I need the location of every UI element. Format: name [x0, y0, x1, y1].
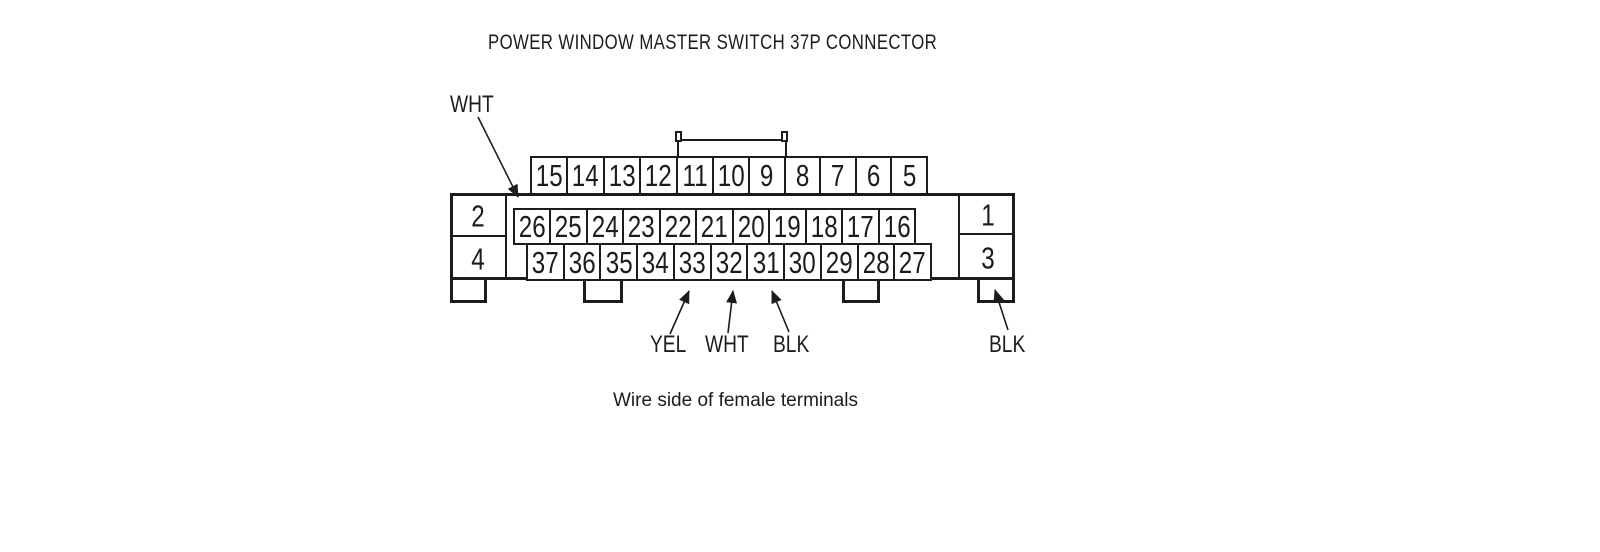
divider-pin2-pin4: [450, 235, 507, 237]
divider-right-column: [958, 193, 960, 280]
index-tab-3: [842, 280, 880, 303]
pin-11: 11: [675, 158, 712, 193]
page-title: POWER WINDOW MASTER SWITCH 37P CONNECTOR: [488, 30, 938, 54]
wire-label-pin3: BLK: [989, 331, 1026, 358]
pin-12: 12: [639, 158, 675, 193]
pin-7: 7: [819, 158, 855, 193]
pin-34: 34: [636, 245, 673, 279]
latch-nub-left: [675, 131, 682, 142]
pin-32: 32: [709, 245, 747, 279]
index-tab-4: [977, 280, 1015, 303]
pin-23: 23: [622, 210, 658, 243]
pin-20: 20: [731, 210, 768, 243]
pin-14: 14: [566, 158, 602, 193]
pin-29: 29: [819, 245, 857, 279]
pin-24: 24: [585, 210, 622, 243]
pin-2: 2: [471, 198, 485, 234]
index-tab-1: [450, 280, 487, 303]
pin-15: 15: [535, 158, 563, 193]
pin-8: 8: [783, 158, 820, 193]
pin-18: 18: [804, 210, 841, 243]
pin-21: 21: [695, 210, 731, 243]
arrow-wht-pin32: [726, 290, 738, 334]
pin-4: 4: [471, 241, 485, 277]
pin-37: 37: [531, 244, 559, 280]
pin-35: 35: [599, 245, 636, 279]
wire-label-pin26: WHT: [450, 91, 494, 118]
index-tab-2: [583, 280, 623, 303]
pin-27: 27: [893, 245, 930, 279]
pin-19: 19: [768, 210, 804, 243]
pin-31: 31: [746, 245, 783, 279]
pin-33: 33: [672, 245, 710, 279]
pin-22: 22: [658, 210, 695, 243]
latch-nub-right: [781, 131, 788, 142]
wire-label-pin32: WHT: [705, 331, 749, 358]
pin-3: 3: [981, 240, 995, 276]
pin-6: 6: [854, 158, 891, 193]
diagram-caption: Wire side of female terminals: [613, 390, 858, 411]
divider-pin1-pin3: [958, 233, 1015, 235]
pin-5: 5: [890, 158, 926, 193]
pin-26: 26: [518, 209, 546, 244]
arrow-wht-pin26: [477, 116, 519, 198]
wire-label-pin31: BLK: [773, 331, 810, 358]
pin-28: 28: [856, 245, 894, 279]
pin-1: 1: [981, 197, 995, 233]
arrow-yel-pin33: [669, 290, 690, 335]
pin-13: 13: [602, 158, 639, 193]
pin-10: 10: [711, 158, 748, 193]
pin-9: 9: [748, 158, 784, 193]
pin-25: 25: [549, 210, 585, 243]
pin-30: 30: [783, 245, 820, 279]
pin-36: 36: [562, 245, 600, 279]
pin-16: 16: [877, 210, 914, 243]
wire-label-pin33: YEL: [650, 331, 687, 358]
arrow-blk-pin31: [771, 290, 790, 333]
pin-17: 17: [841, 210, 877, 243]
